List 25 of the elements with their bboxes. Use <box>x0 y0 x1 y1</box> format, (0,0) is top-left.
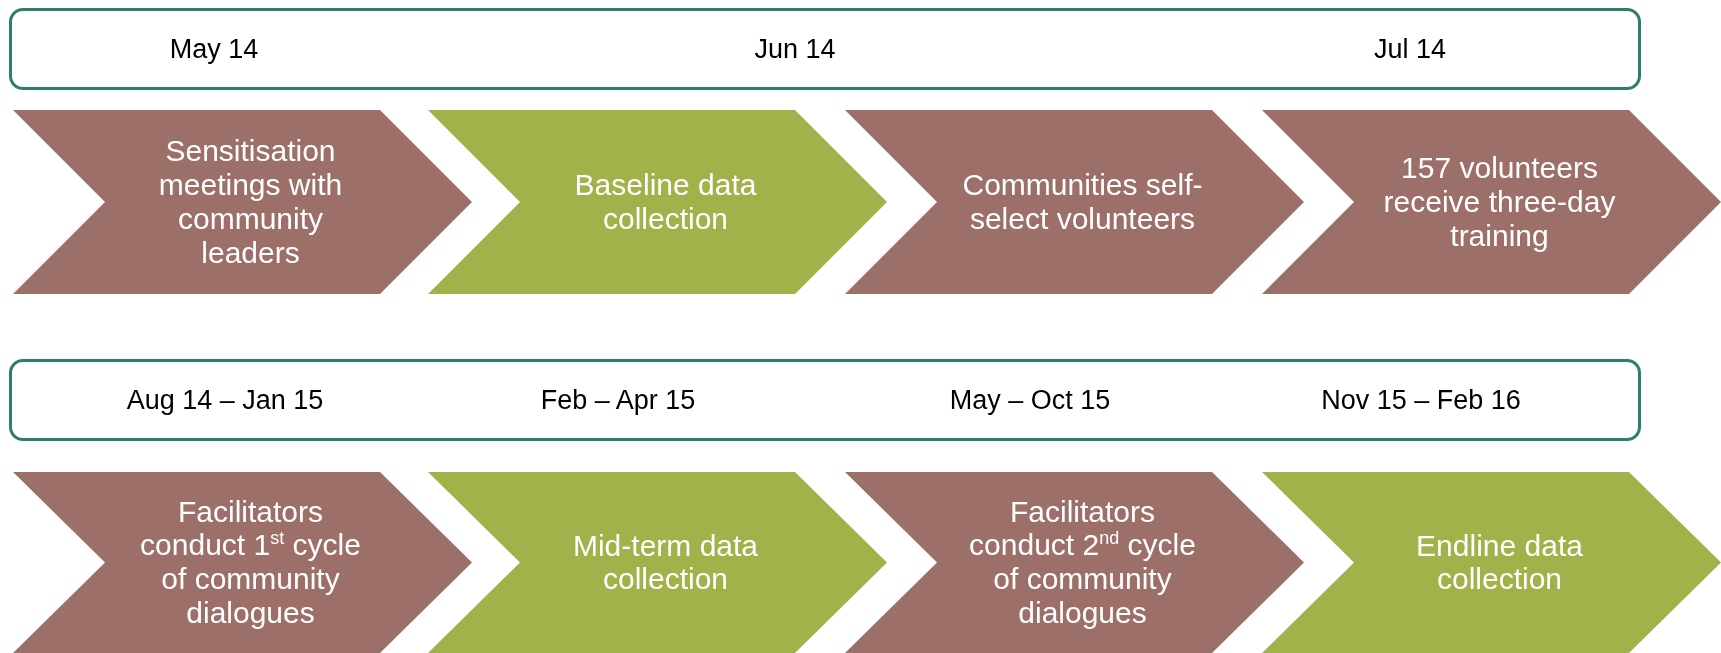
step-text: Sensitisation meetings with community leaders <box>157 134 344 270</box>
date-label: May 14 <box>169 33 259 65</box>
step-text: Baseline data collection <box>573 168 758 236</box>
date-label: Jun 14 <box>754 33 836 65</box>
date-label: Nov 15 – Feb 16 <box>1321 384 1521 416</box>
step-text: 157 volunteers receive three-day training <box>1382 151 1617 253</box>
date-label: Jul 14 <box>1373 33 1447 65</box>
date-label: May – Oct 15 <box>949 384 1111 416</box>
step-text: Communities self-select volunteers <box>961 168 1204 236</box>
step-text: Facilitators conduct 1$^{st}$ cycle of community dialogues <box>139 494 362 631</box>
step-text: Facilitators conduct 2$^{nd}$ cycle of community dialogues <box>968 494 1197 631</box>
step-text: Mid-term data collection <box>571 528 760 597</box>
chevron-step <box>428 110 887 294</box>
chevron-step <box>1262 472 1721 653</box>
chevron-step <box>13 472 472 653</box>
step-text: Endline data collection <box>1415 528 1584 597</box>
chevron-step <box>428 472 887 653</box>
chevron-step <box>845 110 1304 294</box>
timeline-band <box>9 359 1641 441</box>
chevron-step <box>1262 110 1721 294</box>
date-label: Aug 14 – Jan 15 <box>126 384 324 416</box>
timeline-band <box>9 8 1641 90</box>
date-label: Feb – Apr 15 <box>540 384 696 416</box>
chevron-step <box>13 110 472 294</box>
chevron-step <box>845 472 1304 653</box>
